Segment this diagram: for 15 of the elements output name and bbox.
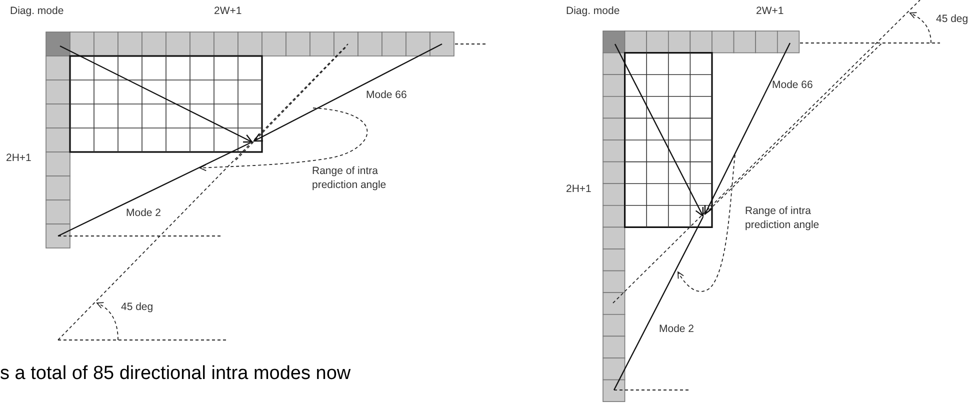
diagram-label: 2H+1 <box>6 151 32 166</box>
diagram-label: Diag. mode <box>10 4 64 18</box>
body-text: s a total of 85 directional intra modes now <box>0 362 351 386</box>
diagram-label: Diag. mode <box>566 4 620 18</box>
diagram-label: 2W+1 <box>756 4 784 18</box>
diagram-label: Range of intra prediction angle <box>312 164 388 192</box>
diagram-label: 45 deg <box>936 12 968 26</box>
diagram-label: Mode 2 <box>659 322 694 336</box>
diagram-label: Mode 2 <box>126 206 162 220</box>
diagram-label: 2W+1 <box>214 4 242 18</box>
diagram-label: Mode 66 <box>772 78 813 92</box>
diagram-label: Mode 66 <box>366 88 407 102</box>
diagram-label: 45 deg <box>121 300 154 314</box>
diagram-label: 2H+1 <box>566 182 592 196</box>
diagram-label: Range of intra prediction angle <box>745 204 820 232</box>
